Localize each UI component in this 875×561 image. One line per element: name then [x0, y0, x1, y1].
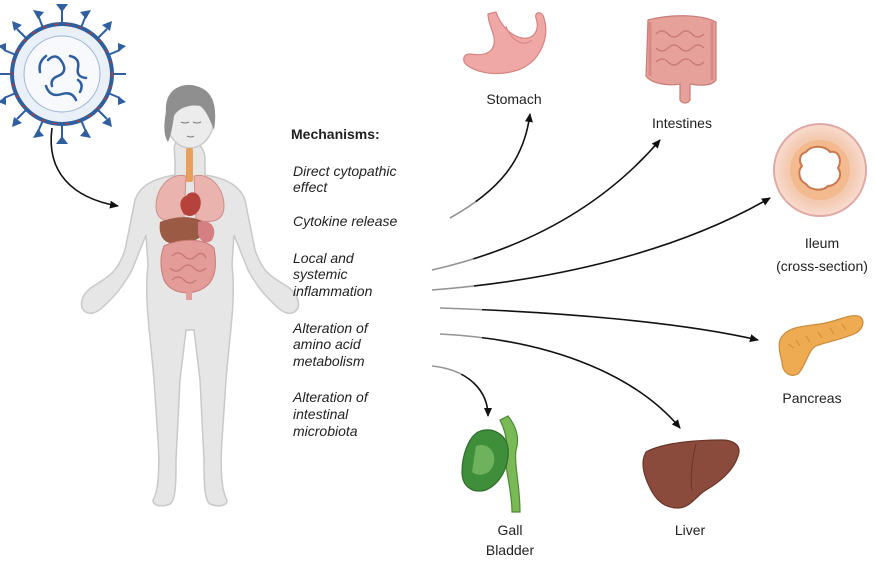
arrow-to-ileum: [432, 198, 770, 290]
arrow-to-liver: [440, 334, 680, 428]
liver-icon: [643, 440, 739, 508]
mechanism-5-line1: Alteration of: [292, 389, 370, 405]
label-ileum-note: (cross-section): [776, 258, 868, 274]
mechanism-4-line1: Alteration of: [292, 320, 370, 336]
effect-arrows: [432, 114, 770, 428]
mechanism-3-line3: inflammation: [293, 283, 373, 299]
mechanism-1-line2: effect: [293, 179, 328, 195]
ileum-cross-section-icon: [774, 124, 866, 216]
arrow-to-pancreas: [440, 308, 758, 340]
mechanism-5-line3: microbiota: [293, 423, 358, 439]
mechanism-3-line1: Local and: [293, 250, 355, 266]
mechanism-3-line2: systemic: [293, 266, 347, 282]
stomach-icon: [464, 12, 546, 73]
intestines-icon: [646, 16, 716, 103]
label-gall: Gall: [498, 522, 523, 538]
mechanism-2: Cytokine release: [293, 213, 397, 229]
mechanism-1-line1: Direct cytopathic: [293, 163, 396, 179]
label-stomach: Stomach: [486, 91, 541, 107]
label-ileum: Ileum: [805, 235, 839, 251]
gallbladder-icon: [462, 416, 520, 512]
mechanism-4-line3: metabolism: [293, 353, 365, 369]
pancreas-icon: [779, 316, 863, 376]
label-bladder: Bladder: [486, 542, 535, 558]
label-pancreas: Pancreas: [782, 390, 841, 406]
mechanism-4-line2: amino acid: [293, 336, 362, 352]
mechanisms-title: Mechanisms:: [291, 126, 380, 142]
arrow-to-stomach: [450, 114, 530, 218]
label-intestines: Intestines: [652, 115, 712, 131]
human-body-icon: [82, 85, 299, 506]
mechanism-5-line2: intestinal: [293, 406, 349, 422]
virus-icon: [0, 4, 126, 144]
label-liver: Liver: [675, 522, 706, 538]
